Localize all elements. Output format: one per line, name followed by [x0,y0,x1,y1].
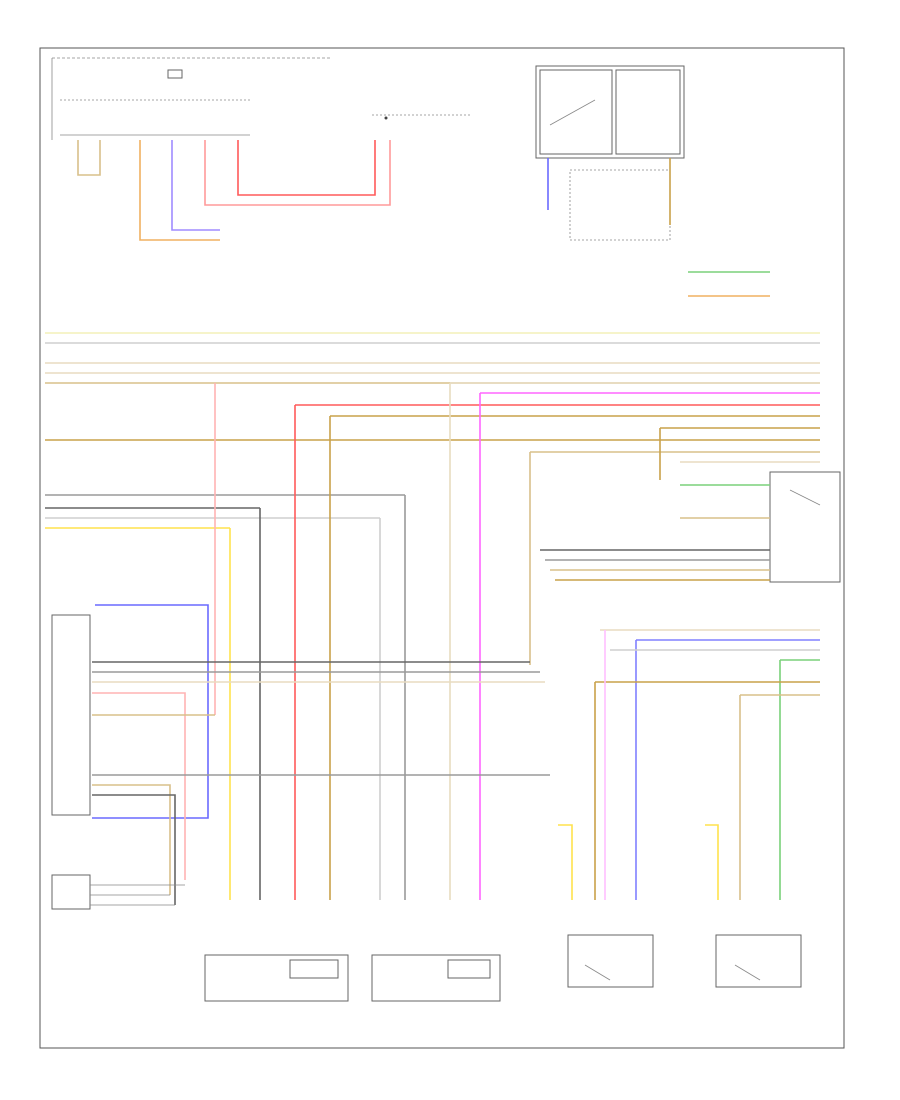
wire-top-orange [139,140,220,241]
seat-pressure-sensor [51,874,91,910]
wire-module-tan2 [92,784,171,895]
wire-rear-yellow1 [558,824,573,900]
buckle-switch-unit [769,471,841,583]
wire-top-pink [204,140,391,206]
rear-right-heater [715,934,802,988]
wire-bus-lower [45,494,405,529]
wire-rear-green [779,659,820,900]
wire-top-violet [171,140,220,231]
relay-box [535,65,685,159]
wire-rear-tan [739,694,820,900]
diagram-frame [39,47,845,1049]
wire-drops [214,383,661,900]
seat-control-module [51,614,91,816]
rear-left-heater [567,934,654,988]
wire-module-gray4 [92,794,176,905]
wire-top-red [237,140,376,196]
wire-module-pink [92,692,186,880]
fuse-block [51,57,330,140]
wire-rear-blue [635,639,820,900]
front-left-buckle-unit [204,954,349,1002]
front-right-buckle-unit [371,954,501,1002]
wire-blue-module [92,604,209,819]
wire-rear-brown [594,681,820,900]
wire-bus [45,332,820,463]
wire-top-tan [77,140,101,176]
wire-rear-yellow2 [705,824,719,900]
